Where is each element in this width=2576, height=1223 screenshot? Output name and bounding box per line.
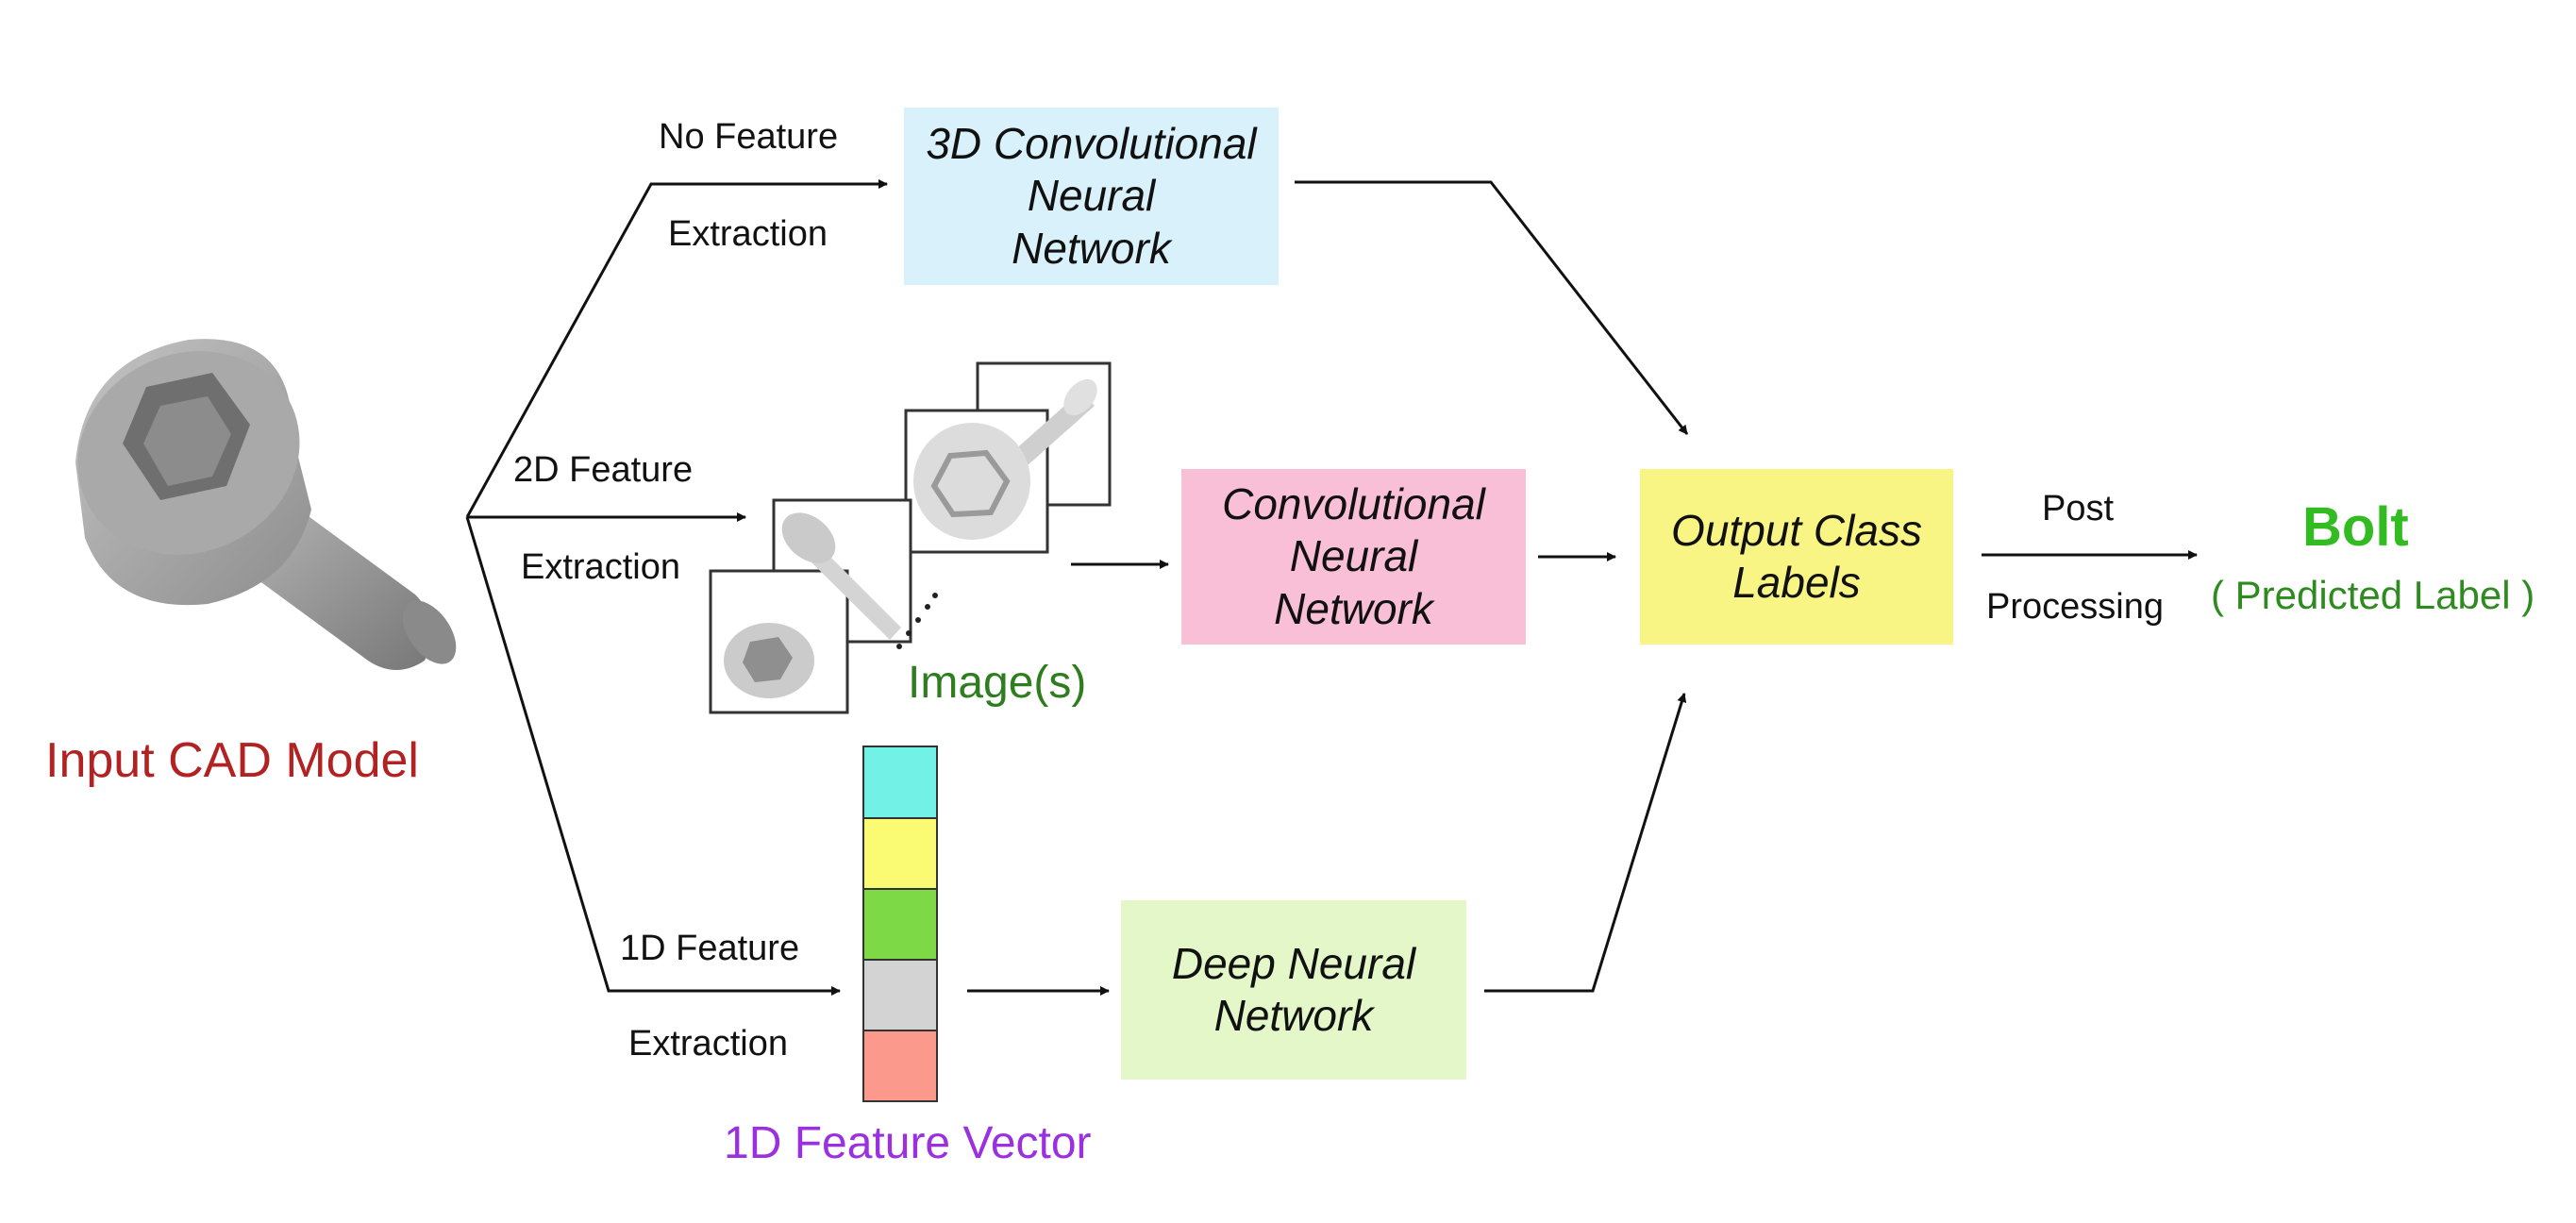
feature-cell xyxy=(864,890,936,961)
predicted-label-caption: ( Predicted Label ) xyxy=(2211,573,2535,617)
cnn3d-line-2: Neural xyxy=(1027,171,1156,221)
feature-cell xyxy=(864,747,936,819)
cnn-line-1: Convolutional xyxy=(1222,479,1485,529)
branch-1d-label-2: Extraction xyxy=(628,1024,788,1064)
cnn3d-line-1: 3D Convolutional xyxy=(926,119,1257,169)
branch-2d-label-2: Extraction xyxy=(521,547,680,587)
branch-none-label-1: No Feature xyxy=(659,117,839,157)
branch-top-line xyxy=(465,179,888,518)
feature-vector xyxy=(862,746,938,1102)
output-line-2: Labels xyxy=(1732,558,1861,607)
cnn3d-to-output-line xyxy=(1295,180,1689,435)
dnn-to-output-line xyxy=(1484,693,1687,993)
branch-1d-label-1: 1D Feature xyxy=(620,929,800,968)
cnn-box: Convolutional Neural Network xyxy=(1181,469,1526,645)
feature-cell xyxy=(864,819,936,890)
branch-bottom-line xyxy=(465,516,841,996)
dnn-line-2: Network xyxy=(1213,991,1374,1040)
post-label-2: Processing xyxy=(1986,587,2164,627)
cnn-line-3: Network xyxy=(1274,583,1433,633)
predicted-label: Bolt xyxy=(2302,496,2409,558)
branch-none-label-2: Extraction xyxy=(668,214,828,254)
dnn-box: Deep Neural Network xyxy=(1121,900,1466,1080)
output-line-1: Output Class xyxy=(1671,505,1922,555)
rendered-images-stack xyxy=(709,361,1112,714)
images-label: Image(s) xyxy=(908,658,1087,708)
cnn3d-line-3: Network xyxy=(1012,223,1171,273)
branch-2d-label-1: 2D Feature xyxy=(513,450,694,490)
cnn-line-2: Neural xyxy=(1289,531,1418,581)
dnn-line-1: Deep Neural xyxy=(1171,938,1416,988)
post-label-1: Post xyxy=(2042,489,2115,528)
cnn3d-box: 3D Convolutional Neural Network xyxy=(904,108,1279,285)
feature-vector-label: 1D Feature Vector xyxy=(724,1118,1092,1168)
output-box: Output Class Labels xyxy=(1640,469,1953,645)
cad-bolt-illustration xyxy=(75,339,457,670)
input-model-label: Input CAD Model xyxy=(45,733,419,788)
feature-cell xyxy=(864,961,936,1031)
feature-cell xyxy=(864,1031,936,1100)
